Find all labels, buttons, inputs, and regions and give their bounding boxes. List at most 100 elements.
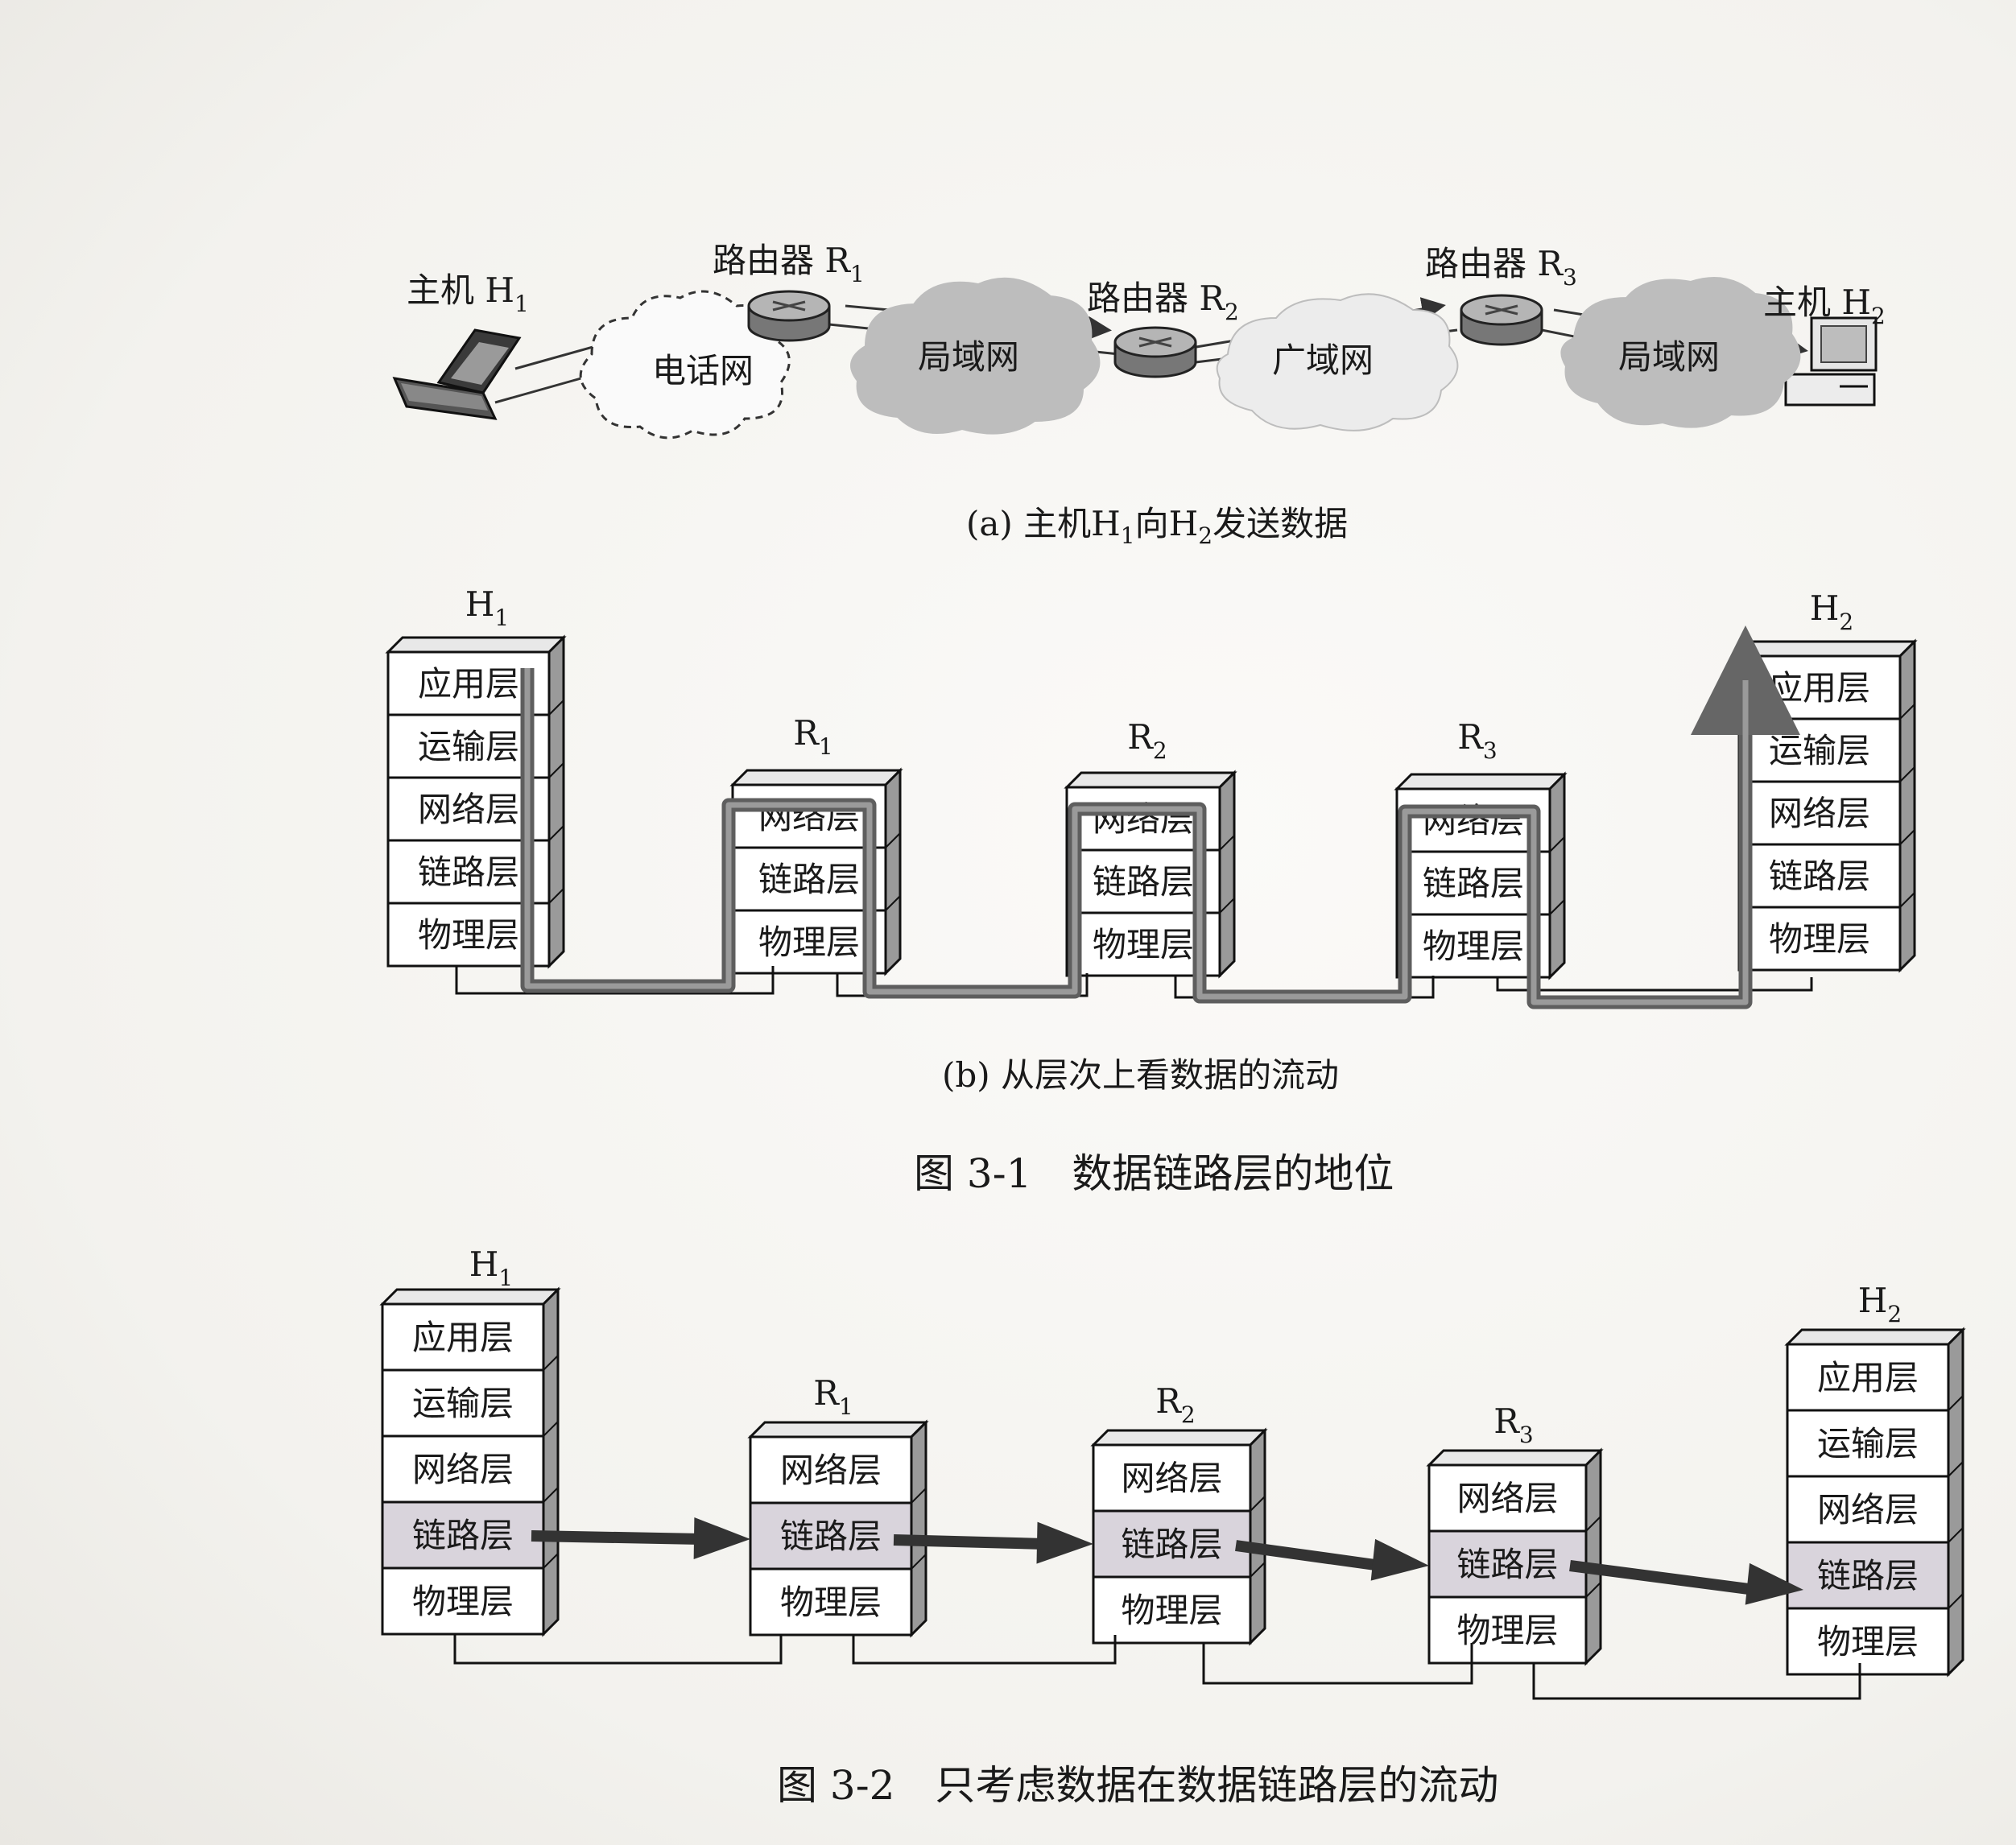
layer-box-physical	[749, 1567, 913, 1637]
layer-physical: 物理层	[1817, 1622, 1919, 1661]
cable-r3-h2	[1496, 977, 1813, 992]
layer-network: 网络层	[780, 1451, 882, 1490]
layer-transport: 运输层	[1817, 1424, 1919, 1463]
cloud-label-wan: 广域网	[1272, 341, 1374, 380]
label-router-r2: 路由器 R2	[1087, 279, 1239, 325]
layer-link: 链路层	[780, 1517, 882, 1556]
layer-box-transport	[381, 1368, 545, 1438]
layer-box-network	[1786, 1475, 1950, 1544]
layer-box-network	[749, 1435, 913, 1504]
figure-3-2-title: 图 3-2 只考虑数据在数据链路层的流动	[777, 1762, 1498, 1809]
figure-3-2: 应用层运输层网络层链路层物理层网络层链路层物理层网络层链路层物理层网络层链路层物…	[379, 1244, 1966, 1700]
label-r3: R3	[1457, 717, 1497, 764]
layer-box-physical	[731, 909, 887, 975]
layer-box-network	[1092, 1443, 1252, 1513]
layer-box-network	[1737, 780, 1902, 846]
router-icon	[747, 290, 831, 342]
label-h1: H1	[469, 1244, 513, 1291]
layer-box-physical	[1737, 906, 1902, 972]
layer-box-physical	[1427, 1595, 1588, 1665]
figure-3-1b: 应用层运输层网络层链路层物理层网络层链路层物理层网络层链路层物理层网络层链路层物…	[385, 584, 1918, 1009]
layer-link: 链路层	[1769, 856, 1870, 896]
cloud-label-lan1: 局域网	[918, 337, 1019, 377]
cable-h1-r1	[453, 1634, 783, 1665]
cable-r2-r3	[1202, 1643, 1473, 1685]
layer-network: 网络层	[1121, 1459, 1222, 1498]
layer-link: 链路层	[1817, 1556, 1919, 1595]
label-h2: H2	[1810, 588, 1853, 635]
layer-physical: 物理层	[1423, 927, 1524, 966]
layer-network: 网络层	[1456, 1479, 1558, 1518]
layer-app: 应用层	[412, 1318, 514, 1357]
layer-box-physical	[1395, 913, 1551, 979]
layer-physical: 物理层	[1456, 1611, 1558, 1650]
cable-r1-r2	[852, 1635, 1117, 1665]
layer-box-network	[381, 1434, 545, 1504]
layer-box-physical	[1092, 1575, 1252, 1645]
layer-link: 链路层	[1121, 1525, 1222, 1564]
cloud-icon: 广域网	[1216, 293, 1459, 431]
desktop-computer-icon	[1784, 316, 1878, 407]
label-h2: H2	[1858, 1281, 1902, 1327]
layer-box-network	[1395, 787, 1551, 853]
layer-network: 网络层	[1817, 1490, 1919, 1529]
label-host-h1: 主机 H1	[407, 270, 529, 317]
cloud-icon: 电话网	[579, 290, 791, 440]
layer-link: 链路层	[1456, 1545, 1558, 1584]
layer-box-physical	[1786, 1607, 1950, 1676]
label-h1: H1	[465, 584, 509, 631]
layer-physical: 物理层	[758, 922, 860, 962]
layer-app: 应用层	[1817, 1358, 1919, 1397]
label-r1: R1	[793, 713, 832, 760]
router-icon	[1460, 294, 1543, 346]
layer-box-link	[1395, 850, 1551, 916]
label-r2: R2	[1155, 1381, 1195, 1428]
layer-physical: 物理层	[1121, 1591, 1222, 1630]
layer-network: 网络层	[418, 790, 519, 829]
layer-app: 应用层	[1769, 668, 1870, 708]
cloud-icon: 局域网	[850, 277, 1101, 435]
layer-box-network	[731, 783, 887, 849]
label-r2: R2	[1127, 717, 1167, 764]
cloud-icon: 局域网	[1560, 277, 1801, 428]
label-host-h2: 主机 H2	[1763, 283, 1886, 329]
cable-h1-r1	[455, 966, 775, 995]
layer-physical: 物理层	[1093, 925, 1194, 964]
label-router-r1: 路由器 R1	[713, 241, 865, 287]
layer-link: 链路层	[1093, 862, 1194, 902]
link-arrow-r3-h2	[1569, 1560, 1803, 1605]
layer-app: 应用层	[418, 664, 519, 704]
layer-box-link	[1786, 1541, 1950, 1610]
caption-a: (a) 主机H1向H2发送数据	[966, 504, 1348, 549]
link-arrow-h1-r1	[531, 1517, 750, 1559]
layer-box-link	[749, 1501, 913, 1571]
layer-box-physical	[381, 1566, 545, 1636]
laptop-icon	[392, 328, 522, 420]
layer-box-app	[1786, 1343, 1950, 1412]
layer-box-link	[1092, 1509, 1252, 1579]
layer-physical: 物理层	[1769, 919, 1870, 959]
layer-physical: 物理层	[780, 1583, 882, 1622]
figure-3-1a: 电话网 局域网 广域网 局域网 主	[392, 241, 1886, 549]
layer-transport: 运输层	[1769, 731, 1870, 770]
layer-link: 链路层	[758, 860, 860, 899]
label-router-r3: 路由器 R3	[1425, 244, 1577, 291]
label-r3: R3	[1493, 1401, 1533, 1448]
layer-link: 链路层	[1423, 864, 1524, 903]
layer-network: 网络层	[412, 1450, 514, 1489]
layer-physical: 物理层	[418, 915, 519, 955]
caption-b: (b) 从层次上看数据的流动	[942, 1055, 1339, 1095]
layer-network: 网络层	[1769, 794, 1870, 833]
link-arrow-r2-r3	[1235, 1538, 1429, 1581]
layer-transport: 运输层	[418, 727, 519, 766]
layer-box-network	[1427, 1463, 1588, 1533]
cloud-label-phone: 电话网	[652, 351, 754, 390]
